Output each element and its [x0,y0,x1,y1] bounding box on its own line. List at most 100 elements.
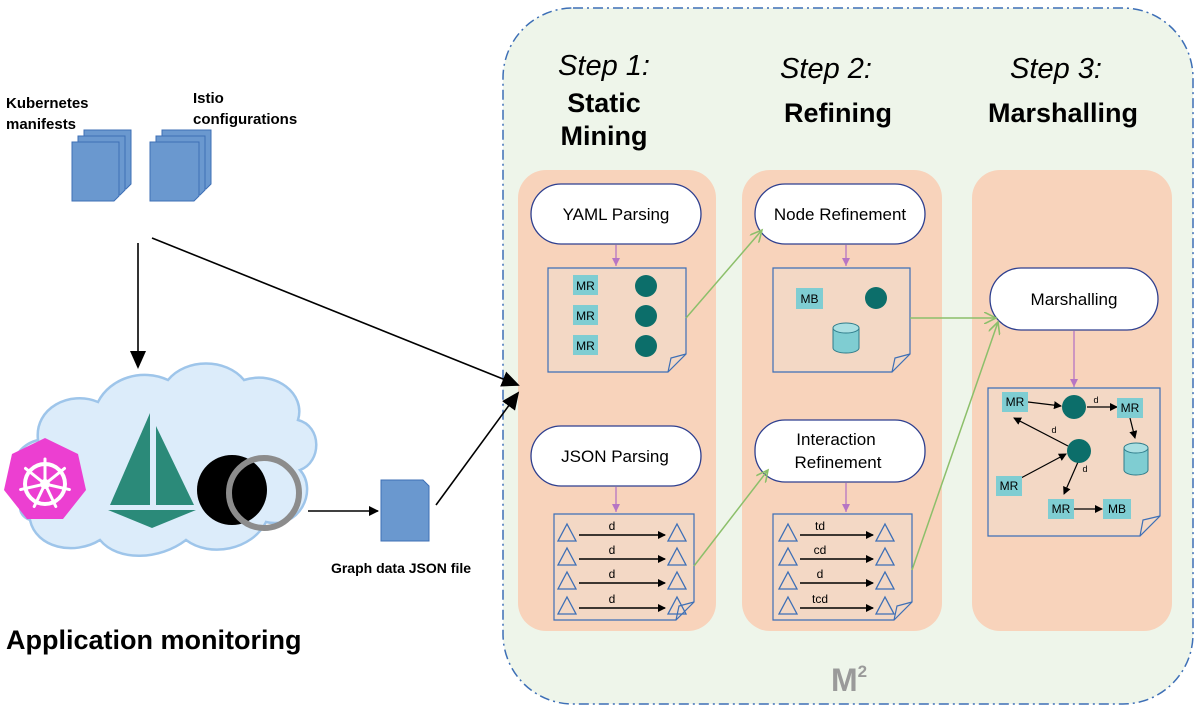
json-file-icon [380,479,430,542]
mg-mr-top-right-label: MR [1121,401,1140,415]
yaml-mr-tag-2 [573,305,598,325]
monitoring-tool-logo-icon [197,455,302,531]
step3-name: Marshalling [988,98,1138,128]
kubernetes-label-line2: manifests [6,116,76,133]
marshalled-graph-doc-fold [1139,515,1161,537]
mg-mr-bottom-label: MR [1052,502,1071,516]
refined-row-source-node [777,570,799,590]
mg-node-2 [1067,439,1091,463]
interaction-refinement-label-1: Interaction [796,430,875,449]
json-row-edge-label: d [609,543,616,557]
refined-row-target-node [874,546,896,566]
step3-number: Step 3: [1010,53,1102,85]
mg-edge-right-label: d [1082,464,1087,474]
refined-row-target-node [874,595,896,615]
mb-label: MB [801,292,819,306]
yaml-mr-label-3: MR [576,339,595,353]
mg-edge-mr-to-n1 [1027,401,1062,410]
mg-database-icon [1123,442,1149,476]
refined-edge-rows: td cd d tcd [777,519,896,615]
step1-name-line1: Static [567,88,641,118]
step1-number: Step 1: [558,50,650,82]
mg-mr-top-right [1117,398,1143,418]
kubernetes-manifests-icon [71,129,132,202]
json-parsing-label: JSON Parsing [561,447,669,466]
yaml-mr-label-1: MR [576,279,595,293]
arrow-json-file-to-m2 [435,391,520,506]
m2-label: M2 [831,662,867,698]
mg-mb [1103,499,1131,519]
step2-number: Step 2: [780,53,872,85]
json-row-edge-label: d [609,567,616,581]
interaction-refinement-label-2: Refinement [795,453,882,472]
mg-mr-top-left-label: MR [1006,395,1025,409]
mg-mr-top-left [1002,392,1028,412]
json-parsing-box [530,425,702,487]
mg-mr-bottom-left [996,476,1022,496]
kubernetes-label-line1: Kubernetes [6,95,89,112]
json-row-source-node [556,595,578,615]
yaml-node-1 [635,275,657,297]
yaml-mr-tag-1 [573,275,598,295]
refined-row-edge-label: cd [814,543,827,557]
json-row-target-node [666,595,688,615]
json-doc-fold [675,601,695,621]
json-row-target-node [666,570,688,590]
yaml-doc-fold [667,353,687,373]
istio-logo-icon [108,413,196,528]
mg-edge-left-label: d [1051,425,1056,435]
yaml-parsing-label: YAML Parsing [563,205,670,224]
mg-mr-bottom [1048,499,1074,519]
refined-row-target-node [874,570,896,590]
kubernetes-logo-icon [4,438,86,519]
json-row-source-node [556,522,578,542]
json-row-source-node [556,546,578,566]
yaml-node-3 [635,335,657,357]
mg-edge-n2-to-mr-bottom [1063,461,1079,495]
refined-row-edge-label: d [817,567,824,581]
json-row-source-node [556,570,578,590]
flow-yaml-to-node-refinement [685,230,762,319]
interaction-refinement-doc [772,513,913,621]
marshalling-label: Marshalling [1031,290,1118,309]
node-refinement-doc [772,267,911,373]
mg-mr-bottom-left-label: MR [1000,479,1019,493]
mg-edge-mr-to-db [1129,417,1138,439]
interaction-refinement-box [754,419,926,483]
node-refinement-doc-fold [891,353,911,373]
json-row-edge-label: d [609,592,616,606]
istio-label-line1: Istio [193,90,224,107]
json-row-target-node [666,522,688,542]
json-row-edge-label: d [609,519,616,533]
arrow-manifests-to-m2 [151,237,520,387]
mg-edge-mr-to-n2 [1020,453,1067,479]
mg-edge-n2-to-mr [1013,417,1069,447]
json-row-target-node [666,546,688,566]
refined-row-source-node [777,595,799,615]
json-file-label: Graph data JSON file [331,560,471,576]
database-icon [832,322,860,354]
flow-interaction-refinement-to-marshalling [911,322,998,571]
refined-row-edge-label: tcd [812,592,828,606]
mb-tag [796,288,823,309]
node-refinement-box [754,183,926,245]
interaction-refinement-doc-fold [893,601,913,621]
istio-configurations-icon [149,129,212,202]
refined-row-edge-label: td [815,519,825,533]
step1-name-line2: Mining [561,121,648,151]
node-refinement-label: Node Refinement [774,205,907,224]
yaml-node-2 [635,305,657,327]
mg-node-1 [1062,395,1086,419]
marshalling-box [989,267,1159,331]
refined-row-target-node [874,522,896,542]
refined-row-source-node [777,522,799,542]
mg-mb-label: MB [1108,502,1126,516]
step2-name: Refining [784,98,892,128]
yaml-mr-label-2: MR [576,309,595,323]
refined-node [865,287,887,309]
yaml-mr-tag-3 [573,335,598,355]
istio-label-line2: configurations [193,111,297,128]
mg-edge-top-label: d [1093,395,1098,405]
